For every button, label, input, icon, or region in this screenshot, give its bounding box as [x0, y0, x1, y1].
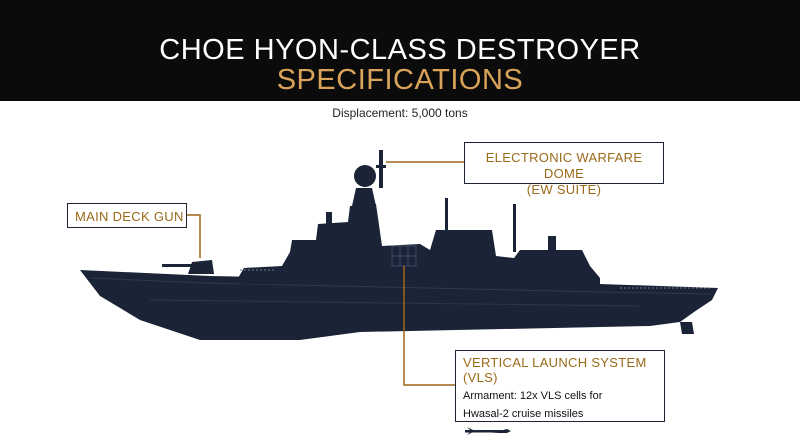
vls-callout-title: VERTICAL LAUNCH SYSTEM (VLS)	[463, 355, 647, 385]
ew-dome	[354, 165, 376, 187]
vls-callout: VERTICAL LAUNCH SYSTEM (VLS) Armament: 1…	[455, 350, 665, 435]
ew-callout-line1: ELECTRONIC WARFARE DOME	[485, 150, 643, 181]
ew-dome-callout: ELECTRONIC WARFARE DOME (EW SUITE)	[464, 142, 664, 197]
ship-superstructure	[238, 204, 600, 286]
gun-callout-label: MAIN DECK GUN	[75, 209, 184, 224]
displacement-text: Displacement: 5,000 tons	[332, 106, 468, 120]
vls-callout-desc-2: Hwasal-2 cruise missiles	[463, 408, 584, 420]
leader-line-gun	[187, 214, 201, 258]
missile-icon	[465, 427, 511, 435]
vls-callout-desc-1: Armament: 12x VLS cells for	[463, 390, 603, 402]
ew-callout-line2: (EW SUITE)	[526, 182, 602, 197]
ship-hull	[80, 270, 718, 340]
deck-gun	[188, 260, 214, 274]
leader-line-vls	[403, 266, 455, 386]
header-bar: CHOE HYON-CLASS DESTROYER SPECIFICATIONS	[0, 0, 800, 101]
page-subtitle: SPECIFICATIONS	[276, 64, 524, 96]
page-title: CHOE HYON-CLASS DESTROYER	[159, 34, 641, 66]
deck-gun-callout: MAIN DECK GUN	[67, 203, 187, 228]
